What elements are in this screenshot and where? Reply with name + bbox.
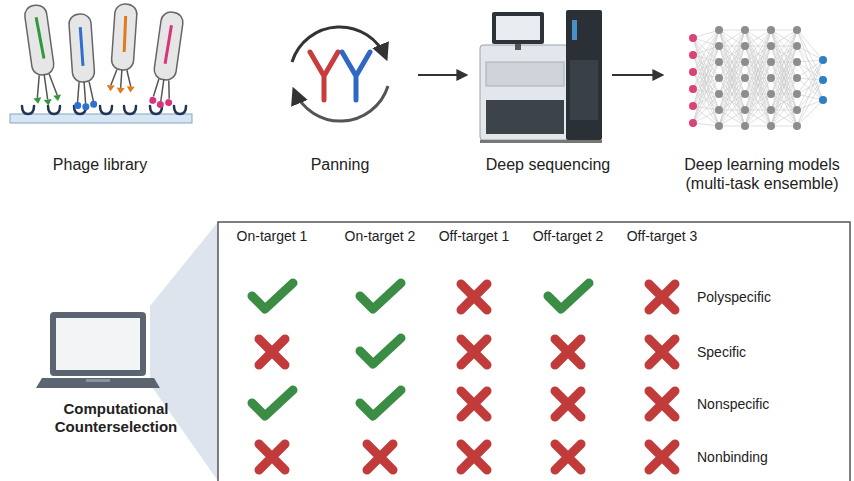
cross-mark <box>461 444 487 470</box>
row-label: Nonspecific <box>697 396 837 413</box>
stage-label: Phage library <box>10 155 190 174</box>
cross-mark <box>259 444 285 470</box>
sequencer <box>480 10 602 143</box>
column-header: Off-target 2 <box>522 228 614 245</box>
cross-mark <box>461 391 487 417</box>
row-label: Specific <box>697 344 837 361</box>
cross-mark <box>649 284 675 310</box>
column-header: Off-target 3 <box>616 228 708 245</box>
cross-mark <box>259 339 285 365</box>
cross-mark <box>649 444 675 470</box>
check-mark <box>548 283 589 309</box>
laptop-icon <box>36 312 160 388</box>
table-box <box>218 222 850 481</box>
row-label: Polyspecific <box>697 289 837 306</box>
check-mark <box>360 283 401 309</box>
stage-label: Deep learning models (multi-task ensembl… <box>676 155 848 193</box>
check-mark <box>360 390 401 416</box>
laptop-caption: Computational Counterselection <box>31 400 201 436</box>
flow-arrow <box>612 74 662 76</box>
cross-mark <box>367 444 393 470</box>
panning-cycle <box>292 27 388 121</box>
cross-mark <box>555 444 581 470</box>
cross-mark <box>461 339 487 365</box>
check-mark <box>360 338 401 364</box>
cross-mark <box>461 284 487 310</box>
check-marks <box>252 283 675 470</box>
cross-mark <box>649 339 675 365</box>
check-mark <box>252 283 293 309</box>
stage-label: Deep sequencing <box>463 155 633 174</box>
row-label: Nonbinding <box>697 449 837 466</box>
column-header: Off-target 1 <box>428 228 520 245</box>
cross-mark <box>555 339 581 365</box>
neural-network <box>689 26 827 130</box>
phage-library <box>10 3 192 123</box>
column-header: On-target 1 <box>226 228 318 245</box>
column-header: On-target 2 <box>334 228 426 245</box>
stage-label: Panning <box>260 155 420 174</box>
cross-mark <box>555 391 581 417</box>
check-mark <box>252 390 293 416</box>
cross-mark <box>649 391 675 417</box>
zoom-wedge <box>150 222 218 481</box>
flow-arrow <box>418 74 466 76</box>
